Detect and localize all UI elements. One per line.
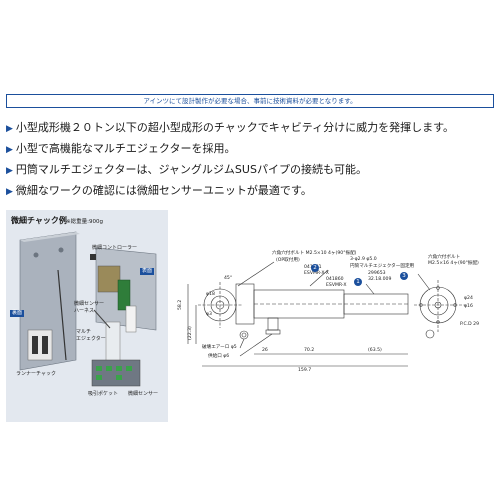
pcd: P.C.D 29 [460, 322, 480, 327]
dim-635: (63.5) [368, 348, 382, 353]
dim-702: 70.2 [304, 348, 315, 353]
callout-2: 2 [311, 264, 319, 272]
dim-26: 26 [262, 348, 268, 353]
dim-582: 58.2 [178, 299, 183, 310]
part3-code: 299653 [368, 271, 386, 276]
label-runner-chuck: ランナーチャック [16, 371, 56, 377]
feature-item: ▶小型成形機２０トン以下の超小型成形のチャックでキャビティ分けに威力を発揮します… [6, 118, 496, 139]
part2-name: ESVMR-X [326, 283, 347, 288]
label-sensor: 微細センサー [128, 391, 159, 397]
label-bolt-top: 六角穴付ボルト M2.5×10 4ヶ(90°振配) [272, 251, 357, 256]
feature-item: ▶円筒マルチエジェクターは、ジャングルジムSUSパイプの接続も可能。 [6, 160, 496, 181]
part1-name: ESVMR-X-X [304, 271, 329, 276]
feature-text: 小型で高機能なマルチエジェクターを採用。 [15, 142, 236, 155]
callout-3: 3 [400, 272, 408, 280]
label-bolt-top-sub: (OP取付用) [276, 258, 300, 263]
label-ejector: マルチ エジェクター [76, 329, 106, 342]
panel-title: 微細チャック例 [11, 216, 67, 225]
part2-code: 041860 [326, 277, 344, 282]
triangle-icon: ▶ [6, 166, 13, 176]
feature-list: ▶小型成形機２０トン以下の超小型成形のチャックでキャビティ分けに威力を発揮します… [6, 118, 496, 202]
callout-1: 1 [354, 278, 362, 286]
dim-total: 159.7 [298, 368, 312, 373]
spec-holes-sub: 円筒マルチエジェクター固定用 [350, 264, 415, 269]
spec-holes: 3-φ2.9 φ5.0 [350, 257, 377, 262]
feature-item: ▶小型で高機能なマルチエジェクターを採用。 [6, 139, 496, 160]
triangle-icon: ▶ [6, 145, 13, 155]
triangle-icon: ▶ [6, 187, 13, 197]
label-bolt-right: 六角穴付ボルト [428, 255, 461, 260]
technical-drawing: 六角穴付ボルト M2.5×10 4ヶ(90°振配) (OP取付用) 041861… [178, 240, 494, 380]
label-vac-port: 供給口 φ6 [208, 354, 230, 359]
chuck-example-panel: 微細チャック例 ※総重量:900g 微細コントローラー 表面 裏面 微細センサー… [6, 210, 168, 422]
feature-item: ▶微細なワークの確認には微細センサーユニットが最適です。 [6, 181, 496, 202]
triangle-icon: ▶ [6, 124, 13, 134]
dim-223: (22.3) [188, 326, 193, 340]
dim-d16: φ16 [464, 304, 473, 309]
dim-d3: φ3 [206, 312, 212, 317]
label-air-port: 破壊エアーロ φ5 [202, 345, 237, 350]
feature-text: 円筒マルチエジェクターは、ジャングルジムSUSパイプの接続も可能。 [15, 163, 367, 176]
label-front: 表面 [140, 268, 155, 275]
label-harness: 微細センサー ハーネス [74, 301, 105, 314]
label-back: 裏面 [10, 310, 25, 317]
feature-text: 微細なワークの確認には微細センサーユニットが最適です。 [15, 184, 312, 197]
dim-d24: φ24 [464, 296, 473, 301]
dim-d18: φ18 [206, 292, 215, 297]
feature-text: 小型成形機２０トン以下の超小型成形のチャックでキャビティ分けに威力を発揮します。 [15, 121, 455, 134]
panel-weight: ※総重量:900g [66, 219, 103, 225]
label-controller: 微細コントローラー [92, 245, 138, 251]
notice-banner: アインツにて設計製作が必要な場合、事前に技術資料が必要となります。 [6, 94, 494, 108]
part3-name: 32.18.009 [368, 277, 392, 282]
label-bolt-right-sub: M2.5×16 4ヶ(90°振配) [428, 261, 479, 266]
dim-angle: 45° [224, 276, 233, 281]
label-suction-pocket: 吸引ポケット [88, 391, 119, 397]
drawing-lines [187, 261, 468, 367]
